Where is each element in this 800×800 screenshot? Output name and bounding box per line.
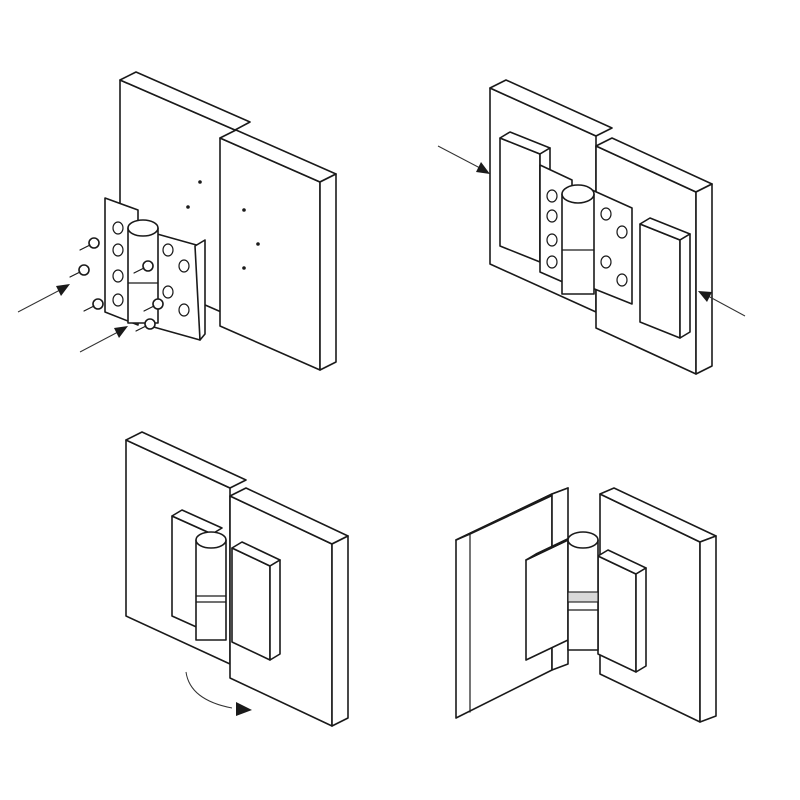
step1-arrow-upper (17, 284, 70, 313)
screw-icon (133, 260, 154, 274)
step1-screws (69, 237, 164, 332)
screw-icon (83, 298, 104, 312)
step-3-assembled-closed (125, 431, 349, 727)
step2-arrow-right (698, 291, 746, 317)
screw-icon (79, 237, 100, 251)
step2-right-cover (639, 217, 691, 339)
step4-right-cover (597, 549, 647, 673)
step4-knuckle (567, 531, 599, 651)
step2-arrow-left (437, 145, 490, 174)
step3-right-cover (231, 541, 281, 661)
step1-right-panel (219, 129, 337, 371)
step1-leaf-holes (112, 221, 190, 317)
step-1-screw-leaves (17, 71, 337, 371)
step2-hinge (539, 164, 633, 305)
step3-rotate-arrow (185, 671, 252, 716)
step1-pilot-holes (186, 180, 260, 270)
step1-arrow-lower (79, 326, 128, 353)
screw-icon (135, 318, 156, 332)
step3-knuckle (195, 531, 227, 641)
step-4-opened (455, 487, 717, 723)
step-2-attach-covers (437, 79, 746, 375)
screw-icon (69, 264, 90, 278)
step2-leaf-holes (546, 189, 628, 287)
screw-icon (143, 298, 164, 312)
step1-hinge (104, 197, 206, 341)
